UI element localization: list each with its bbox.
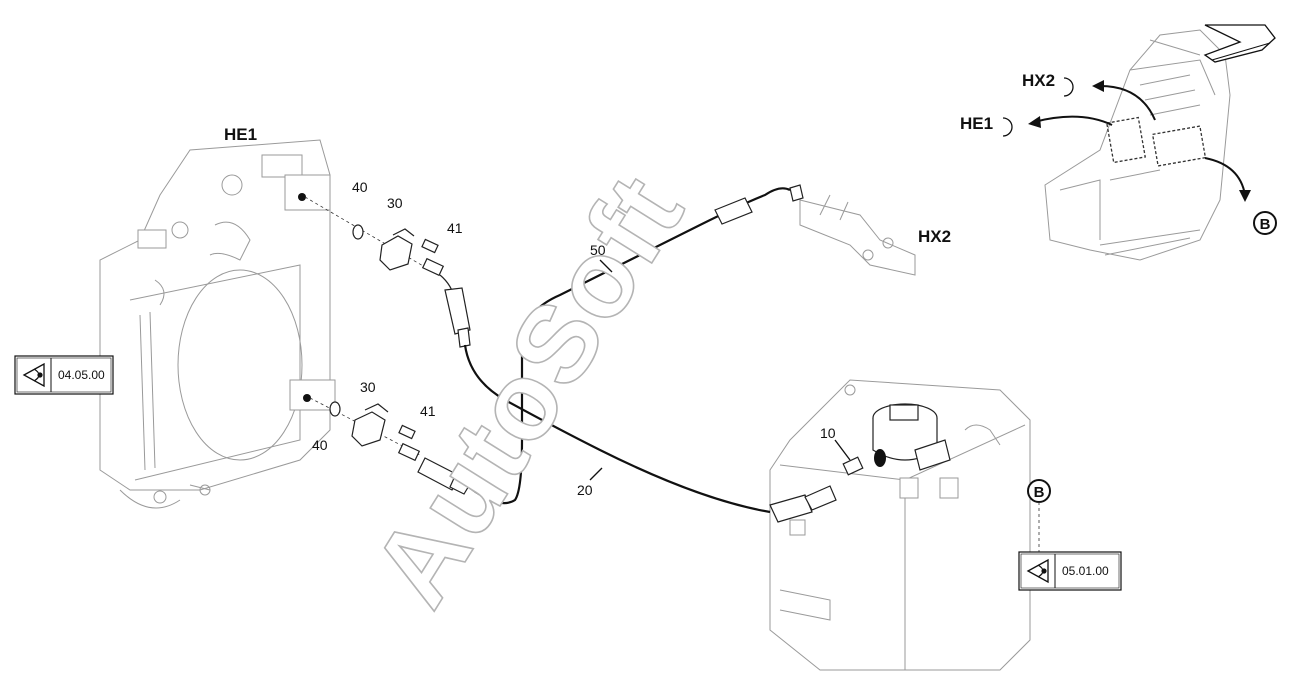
hose-20 — [469, 184, 804, 505]
inset-label-hx2: HX2 — [1022, 71, 1055, 90]
watermark: AutoSoft — [349, 154, 708, 626]
label-hx2: HX2 — [918, 227, 951, 246]
view-eye-icon — [1026, 558, 1049, 584]
lower-connection-parts — [309, 397, 471, 495]
reference-left-code: 04.05.00 — [58, 368, 105, 382]
label-40-lower: 40 — [312, 437, 328, 453]
machine-location-inset: HX2 HE1 B — [960, 24, 1277, 261]
label-he1: HE1 — [224, 125, 257, 144]
reference-box-right[interactable]: 05.01.00 — [1018, 551, 1122, 591]
label-41-upper: 41 — [447, 220, 463, 236]
label-41-lower: 41 — [420, 403, 436, 419]
callout-b: B — [1027, 479, 1051, 552]
heat-exchanger-hx2 — [799, 194, 916, 276]
view-eye-icon — [22, 362, 45, 388]
label-30-upper: 30 — [387, 195, 403, 211]
label-50: 50 — [590, 242, 606, 258]
radiator-he1 — [99, 139, 336, 509]
callout-b-label: B — [1034, 484, 1045, 501]
inset-label-he1: HE1 — [960, 114, 993, 133]
label-20: 20 — [577, 482, 593, 498]
label-40-upper: 40 — [352, 179, 368, 195]
part-labels: HE1 HX2 40 30 41 30 41 40 50 20 10 — [224, 125, 951, 498]
hydraulic-tank — [769, 379, 1031, 671]
reference-box-left[interactable]: 04.05.00 — [14, 355, 114, 395]
upper-connection-parts — [304, 196, 471, 348]
label-30-lower: 30 — [360, 379, 376, 395]
label-10: 10 — [820, 425, 836, 441]
inset-callout-b: B — [1260, 216, 1271, 233]
reference-right-code: 05.01.00 — [1062, 564, 1109, 578]
hose-50 — [463, 344, 864, 523]
